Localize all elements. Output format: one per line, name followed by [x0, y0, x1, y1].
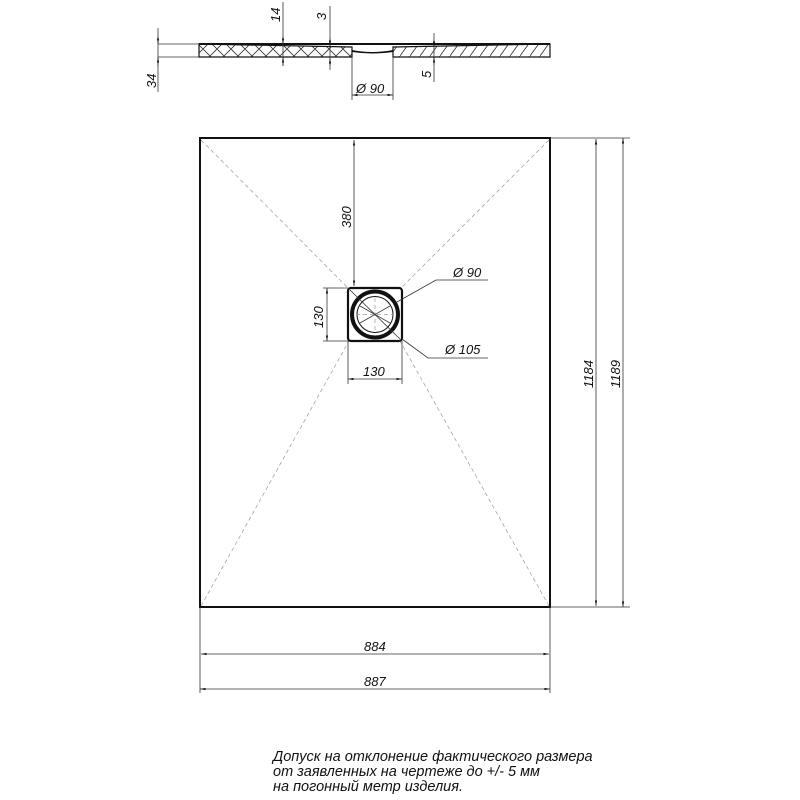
note-line: Допуск на отклонение фактического размер… — [273, 749, 593, 765]
dim-section-drain-diameter: Ø 90 — [355, 81, 385, 96]
drain — [346, 286, 404, 343]
dim-drain-inner-diameter: Ø 90 — [452, 265, 482, 280]
note-line: от заявленных на чертеже до +/- 5 мм — [273, 764, 540, 780]
dim-slope-depth: 3 — [314, 12, 329, 20]
slope-line — [200, 139, 350, 290]
slope-line — [399, 139, 550, 290]
dim-outer-length: 1189 — [608, 360, 623, 388]
dim-rim-offset: 14 — [268, 8, 283, 22]
dim-drain-outer-diameter: Ø 105 — [444, 342, 481, 357]
dim-inner-length: 1184 — [581, 360, 596, 388]
tolerance-note: Допуск на отклонение фактического размер… — [273, 750, 593, 795]
dim-edge-drop: 5 — [419, 70, 434, 78]
dim-drain-square-width: 130 — [363, 364, 385, 379]
section-drain — [352, 50, 393, 54]
section-body-left — [198, 43, 353, 58]
dim-inner-width: 884 — [364, 639, 386, 654]
dim-drain-square-height: 130 — [311, 306, 326, 328]
plan-view: 380 130 130 Ø 90 Ø 105 1184 1189 884 887 — [199, 137, 630, 693]
note-line: на погонный метр изделия. — [273, 779, 463, 795]
dim-total-height: 34 — [144, 74, 159, 88]
section-view: Ø 90 34 14 3 5 — [144, 2, 551, 100]
slope-line — [399, 340, 550, 607]
dim-drain-from-top: 380 — [339, 206, 354, 228]
dim-outer-width: 887 — [364, 674, 386, 689]
section-body-right — [392, 43, 551, 58]
tray-outline — [199, 137, 551, 608]
slope-line — [200, 340, 350, 607]
